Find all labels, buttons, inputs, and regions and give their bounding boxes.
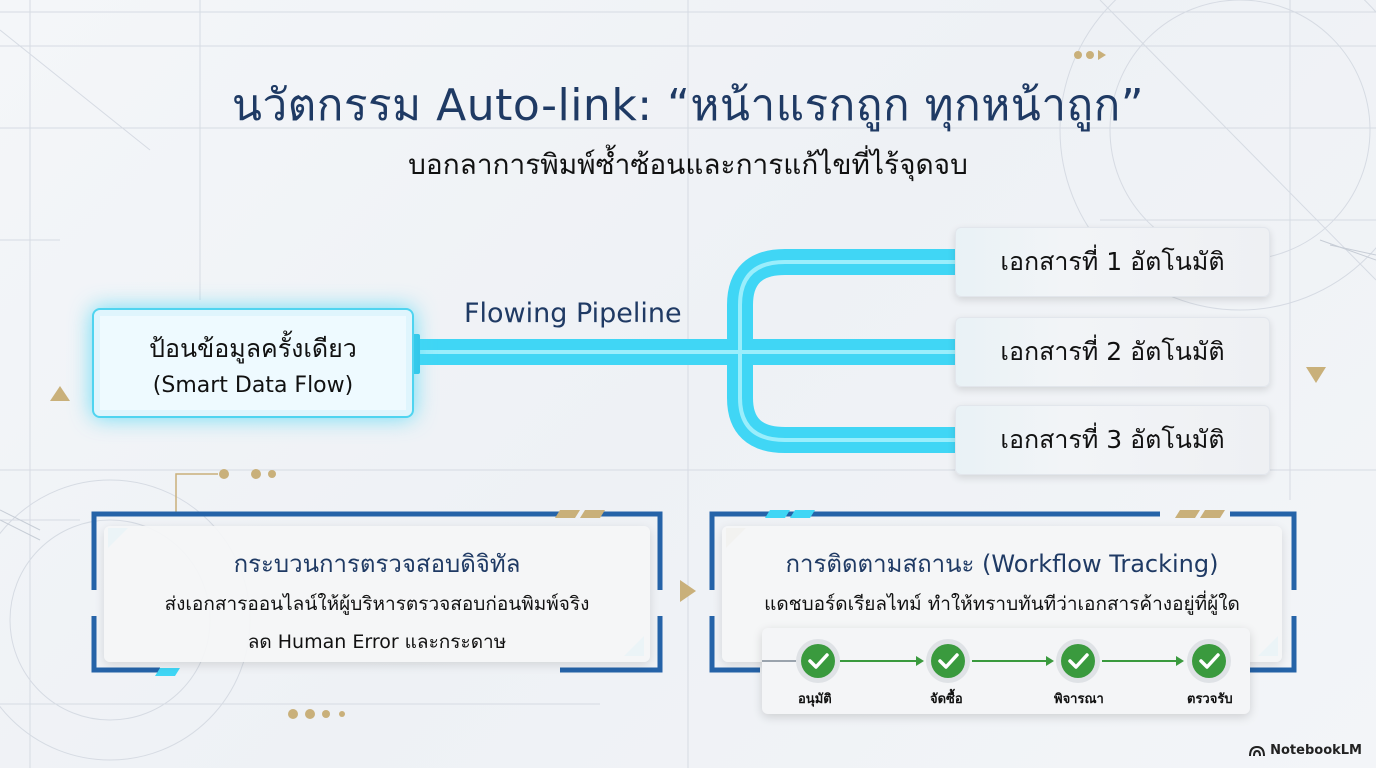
page-subtitle: บอกลาการพิมพ์ซ้ำซ้อนและการแก้ไขที่ไร้จุด… bbox=[408, 148, 968, 181]
step-label-consider: พิจารณา bbox=[1054, 692, 1104, 707]
page-title: นวัตกรรม Auto-link: “หน้าแรกถูก ทุกหน้าถ… bbox=[231, 80, 1145, 131]
check-circle-icon bbox=[796, 639, 840, 683]
notebooklm-logo-icon bbox=[1249, 745, 1266, 756]
brand-badge: NotebookLM bbox=[1249, 743, 1362, 758]
document-1-box: เอกสารที่ 1 อัตโนมัติ bbox=[955, 227, 1270, 297]
workflow-tracker-panel bbox=[762, 628, 1250, 714]
workflow-tracking-title: การติดตามสถานะ (Workflow Tracking) bbox=[785, 550, 1219, 578]
digital-review-card: กระบวนการตรวจสอบดิจิทัล ส่งเอกสารออนไลน์… bbox=[104, 526, 650, 662]
input-box-title: ป้อนข้อมูลครั้งเดียว bbox=[149, 333, 357, 363]
pipeline-label: Flowing Pipeline bbox=[464, 298, 682, 329]
check-circle-icon bbox=[926, 639, 970, 683]
play-arrow-icon bbox=[680, 580, 696, 602]
check-circle-icon bbox=[1056, 639, 1100, 683]
document-2-box: เอกสารที่ 2 อัตโนมัติ bbox=[955, 317, 1270, 387]
step-label-receive: ตรวจรับ bbox=[1187, 692, 1233, 707]
step-label-approve: อนุมัติ bbox=[798, 692, 832, 707]
digital-review-line2: ลด Human Error และกระดาษ bbox=[247, 631, 507, 653]
workflow-tracking-line1: แดชบอร์ดเรียลไทม์ ทำให้ทราบทันทีว่าเอกสา… bbox=[764, 593, 1240, 615]
digital-review-line1: ส่งเอกสารออนไลน์ให้ผู้บริหารตรวจสอบก่อนพ… bbox=[164, 593, 590, 615]
digital-review-title: กระบวนการตรวจสอบดิจิทัล bbox=[233, 550, 521, 578]
step-label-procure: จัดซื้อ bbox=[930, 692, 963, 707]
single-input-box: ป้อนข้อมูลครั้งเดียว (Smart Data Flow) bbox=[92, 308, 414, 418]
check-circle-icon bbox=[1187, 639, 1231, 683]
brand-name: NotebookLM bbox=[1270, 743, 1362, 758]
input-box-subtitle: (Smart Data Flow) bbox=[152, 372, 354, 398]
document-3-box: เอกสารที่ 3 อัตโนมัติ bbox=[955, 405, 1270, 475]
